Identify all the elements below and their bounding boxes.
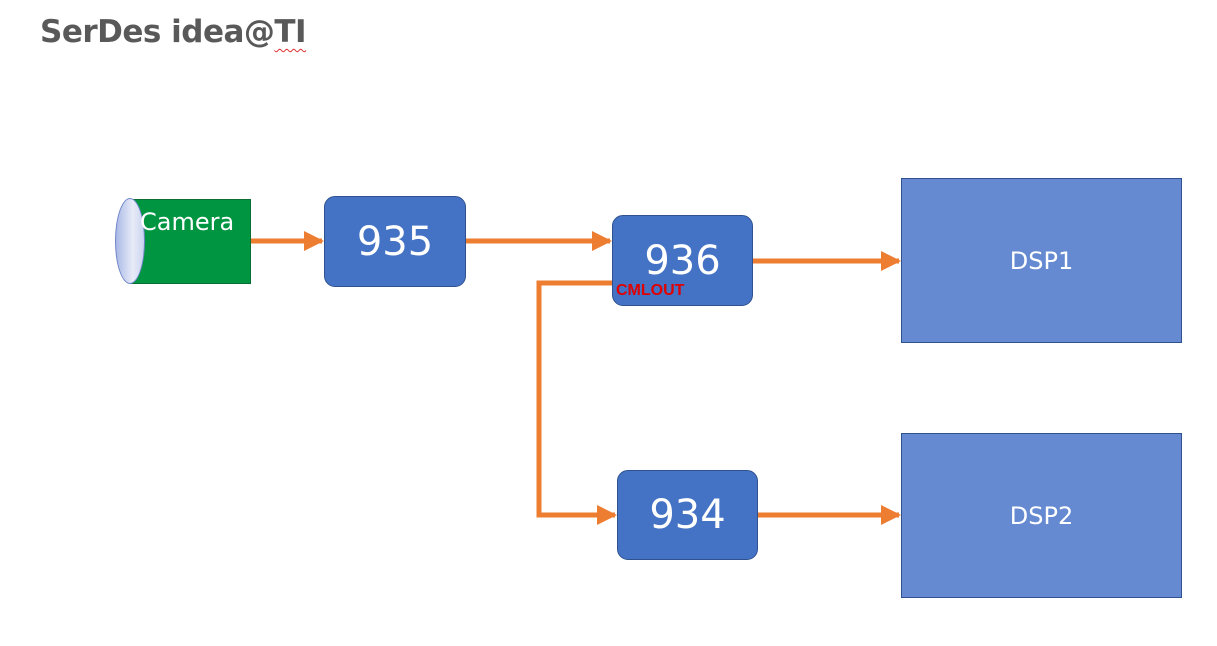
block-934: 934 — [617, 470, 758, 560]
page-title: SerDes idea@TI — [40, 14, 307, 50]
cmlout-label: CMLOUT — [616, 282, 685, 299]
block-dsp1: DSP1 — [901, 178, 1182, 343]
camera-body — [130, 199, 251, 284]
block-935: 935 — [324, 196, 466, 287]
title-prefix: SerDes idea@ — [40, 14, 275, 50]
block-936: 936 — [612, 215, 753, 306]
title-suffix: TI — [274, 14, 307, 50]
camera-label: Camera — [140, 208, 235, 236]
arrow-936-cmlout-to-934 — [536, 280, 617, 525]
camera-lens-icon — [115, 198, 145, 284]
block-dsp2: DSP2 — [901, 433, 1182, 598]
